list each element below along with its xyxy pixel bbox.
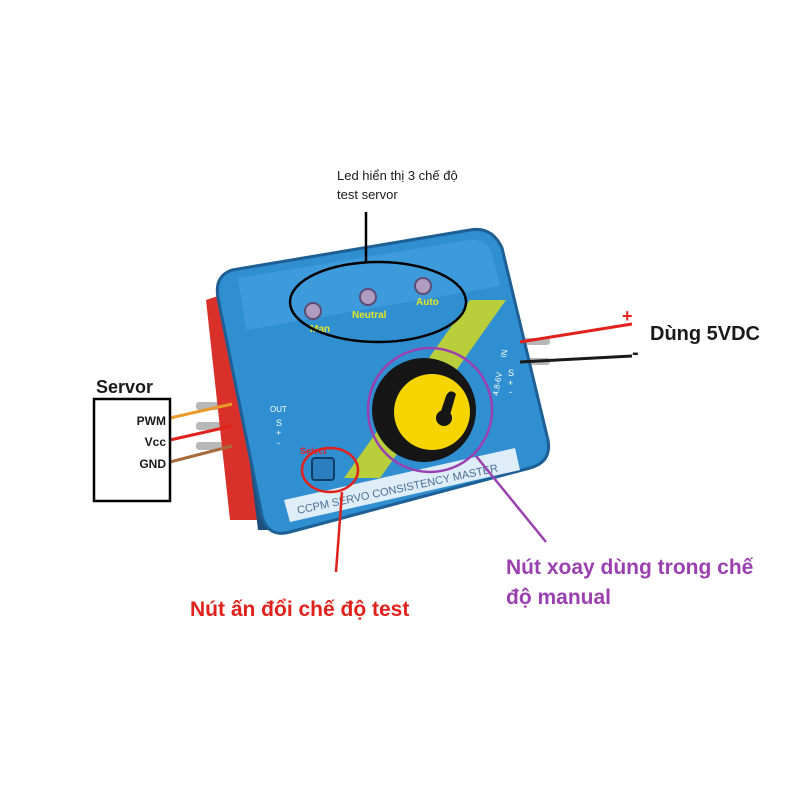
knob-note-line1: Nút xoay dùng trong chế	[506, 556, 754, 579]
wire-pwm	[169, 402, 233, 420]
led-callout-ellipse	[288, 260, 468, 344]
brand-strip	[284, 448, 520, 522]
led-auto	[414, 277, 432, 295]
servo-callout: Servor PWM Vcc GND	[92, 377, 172, 503]
knob-callout-circle	[366, 346, 494, 474]
led-label-auto: Auto	[416, 297, 439, 308]
in-header-label: IN	[499, 349, 509, 359]
knob-note-line2: độ manual	[506, 586, 611, 609]
knob-callout-line	[475, 455, 547, 543]
wire-gnd	[169, 444, 233, 464]
power-plus-sign: +	[622, 306, 633, 326]
servo-wires	[169, 402, 233, 464]
led-group: Man Neutral Auto	[304, 277, 439, 335]
led-note-line2: test servor	[337, 187, 398, 202]
knob-callout: Nút xoay dùng trong chế độ manual	[366, 346, 754, 609]
pin-label-gnd: GND	[139, 457, 166, 471]
led-label-neutral: Neutral	[352, 310, 387, 321]
wire-power-plus	[519, 322, 633, 344]
top-highlight	[238, 239, 500, 330]
select-note: Nút ấn đổi chế độ test	[190, 598, 409, 621]
in-pin-plus-label: +	[508, 378, 513, 388]
select-callout: Nút ấn đổi chế độ test	[190, 446, 409, 621]
led-callout: Led hiển thị 3 chế độ test servor	[288, 168, 468, 344]
led-neutral	[359, 288, 377, 306]
out-header-label: OUT	[270, 405, 287, 414]
led-note-line1: Led hiển thị 3 chế độ	[337, 168, 458, 183]
servo-box	[92, 397, 172, 503]
select-callout-circle	[300, 446, 360, 494]
wire-power-minus	[519, 354, 633, 364]
wire-vcc	[169, 424, 233, 442]
pin-label-pwm: PWM	[137, 414, 166, 428]
led-label-manual: Man	[310, 324, 330, 335]
knob-cap	[394, 374, 470, 450]
out-pin-labels: OUT S + -	[270, 405, 287, 448]
in-pin-s-label: S	[508, 368, 514, 378]
voltage-label: 4.8-6V	[491, 371, 504, 396]
out-pin-minus-label: -	[277, 438, 280, 448]
knob	[372, 358, 476, 462]
power-wires	[519, 322, 633, 364]
servo-title: Servor	[96, 377, 153, 397]
select-callout-line	[334, 491, 344, 573]
power-callout: + - Dùng 5VDC	[622, 306, 760, 364]
led-manual	[304, 302, 322, 320]
out-pin-s-label: S	[276, 418, 282, 428]
power-label: Dùng 5VDC	[650, 323, 760, 345]
power-minus-sign: -	[632, 342, 639, 364]
knob-pointer-hub	[436, 410, 452, 426]
in-pin-labels: IN 4.8-6V S + -	[491, 349, 514, 397]
in-pin-minus-label: -	[509, 387, 512, 397]
select-button-cap	[311, 457, 335, 481]
pin-label-vcc: Vcc	[145, 435, 167, 449]
out-pin-plus-label: +	[276, 428, 281, 438]
